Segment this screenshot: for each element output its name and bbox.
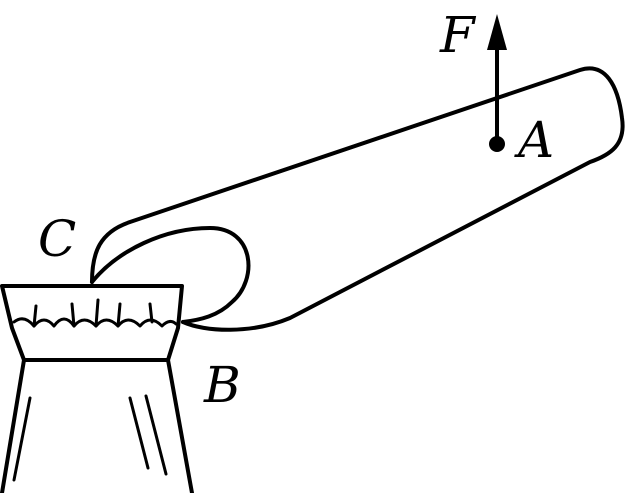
- label-point-a: A: [514, 111, 554, 169]
- cap-crimp-lines: [32, 298, 154, 328]
- point-a-dot: [489, 136, 505, 152]
- bottle-highlight-right-2: [144, 394, 168, 476]
- bottle-highlight-right-1: [128, 396, 150, 470]
- bottle-neck-left: [0, 358, 26, 493]
- force-arrow-head: [487, 14, 507, 50]
- bottle-neck-right: [166, 358, 194, 493]
- label-point-b: B: [203, 356, 241, 414]
- label-point-c: C: [38, 210, 76, 268]
- opener-handle: [90, 66, 625, 332]
- bottle-highlight-left: [12, 396, 32, 482]
- opener-ring: [90, 226, 251, 324]
- label-force: F: [439, 6, 477, 64]
